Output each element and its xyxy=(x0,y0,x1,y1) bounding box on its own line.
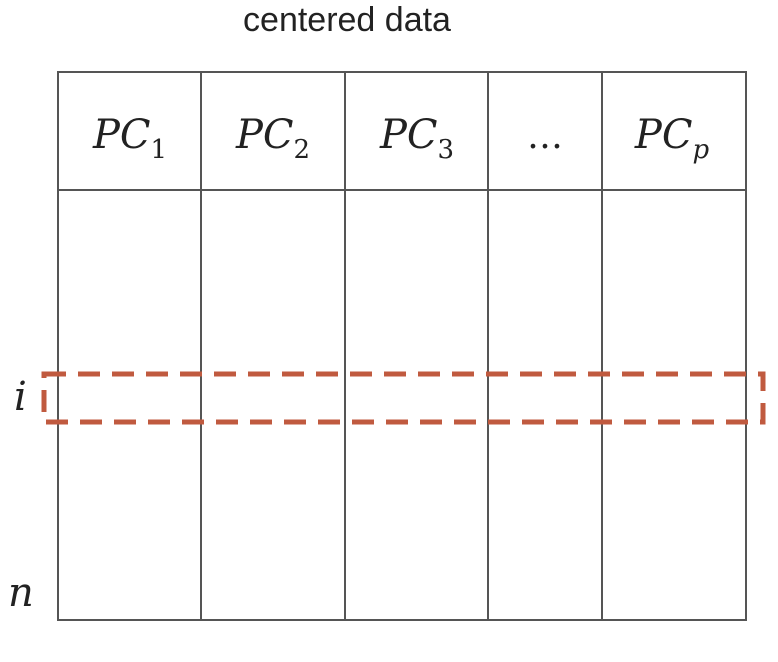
row-label-n: n xyxy=(8,570,34,616)
column-header-pc2: PC2 xyxy=(235,112,310,165)
column-header-pc1-sub: 1 xyxy=(150,135,167,165)
column-header-pc1-name: PC xyxy=(92,112,151,158)
column-header-ellipsis: … xyxy=(527,116,563,157)
table-frame xyxy=(57,71,747,621)
column-header-pc2-name: PC xyxy=(235,112,294,158)
column-header-pc2-sub: 2 xyxy=(293,135,310,165)
column-header-pc3-sub: 3 xyxy=(437,135,454,165)
diagram-title: centered data xyxy=(243,1,451,39)
highlighted-row-i xyxy=(41,371,766,425)
column-header-pcp-sub: p xyxy=(692,135,709,165)
row-label-i: i xyxy=(14,374,27,420)
column-header-pc1: PC1 xyxy=(92,112,167,165)
column-header-pcp: PCp xyxy=(634,112,710,165)
column-header-pc3-name: PC xyxy=(379,112,438,158)
column-header-pcp-name: PC xyxy=(634,112,693,158)
column-header-pc3: PC3 xyxy=(379,112,454,165)
column-header-ellipsis-text: … xyxy=(527,116,563,157)
